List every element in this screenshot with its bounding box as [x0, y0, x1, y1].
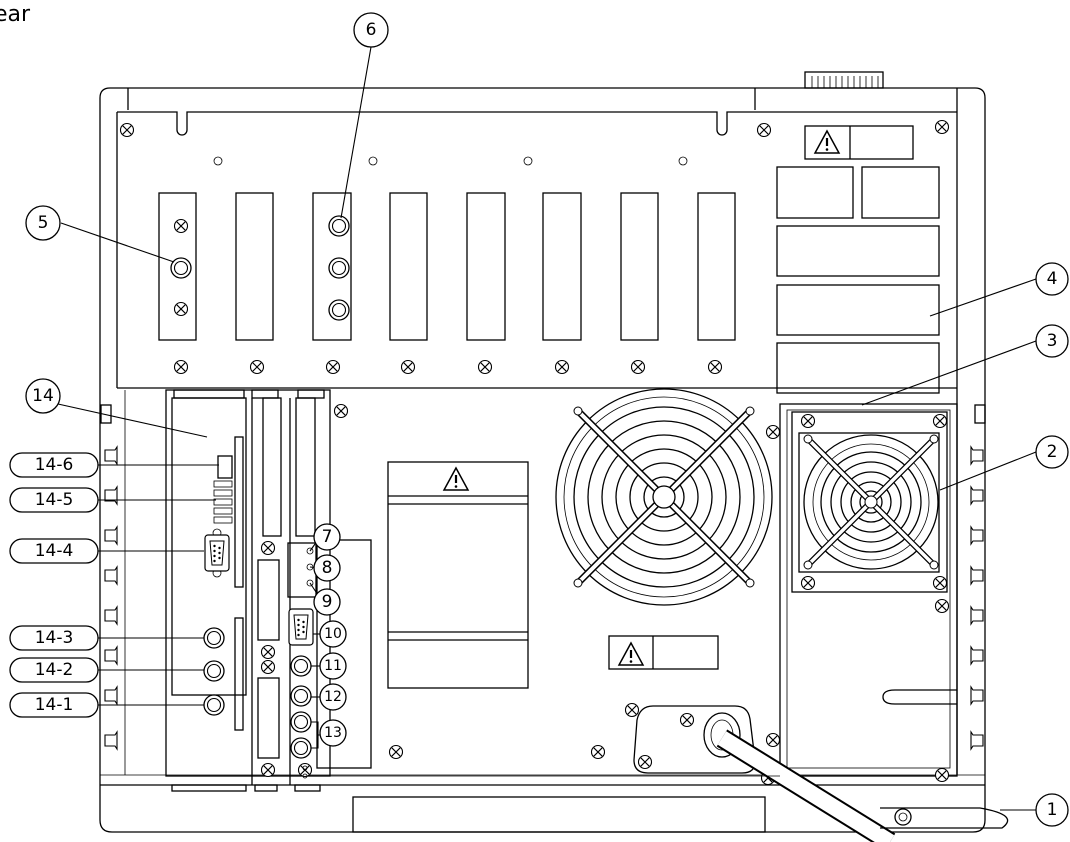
svg-text:14-4: 14-4 — [35, 541, 74, 561]
svg-text:11: 11 — [324, 658, 342, 674]
callout-4: 4 — [1035, 262, 1069, 296]
top-handle — [804, 71, 884, 89]
callout-14-5: 14-5 — [9, 487, 99, 513]
center-panel — [333, 403, 719, 760]
svg-text:8: 8 — [322, 558, 333, 578]
svg-text:7: 7 — [322, 527, 333, 547]
svg-text:2: 2 — [1047, 442, 1058, 462]
callout-3: 3 — [1035, 324, 1069, 358]
svg-text:4: 4 — [1047, 269, 1058, 289]
svg-text:5: 5 — [38, 213, 49, 233]
callout-10: 10 — [319, 620, 347, 648]
label-area — [776, 125, 940, 394]
power-supply-module — [760, 403, 958, 786]
page-title: ear — [0, 2, 31, 27]
callout-12: 12 — [319, 683, 347, 711]
svg-text:10: 10 — [324, 626, 342, 642]
expansion-slots — [158, 192, 736, 375]
callouts: 1 2 3 4 5 6 7 8 9 10 11 12 13 14 14-6 14… — [9, 12, 1069, 827]
svg-text:9: 9 — [322, 592, 333, 612]
main-fan — [555, 388, 773, 606]
svg-text:6: 6 — [366, 20, 377, 40]
svg-text:1: 1 — [1047, 800, 1058, 820]
callout-8: 8 — [313, 554, 341, 582]
upper-card-plate — [116, 111, 957, 389]
side-latches — [100, 404, 986, 750]
io-module — [165, 389, 780, 792]
callout-1: 1 — [1035, 793, 1069, 827]
svg-text:12: 12 — [324, 689, 342, 705]
callout-13: 13 — [319, 719, 347, 747]
callout-14-2: 14-2 — [9, 657, 99, 683]
svg-text:14: 14 — [32, 386, 54, 406]
callout-14: 14 — [25, 378, 61, 414]
power-inlet — [624, 702, 1009, 842]
svg-text:14-1: 14-1 — [35, 695, 74, 715]
svg-text:14-2: 14-2 — [35, 660, 74, 680]
callout-14-4: 14-4 — [9, 538, 99, 564]
svg-text:14-6: 14-6 — [35, 455, 74, 475]
callout-14-6: 14-6 — [9, 452, 99, 478]
svg-text:14-5: 14-5 — [35, 490, 74, 510]
leader-lines — [57, 46, 1037, 811]
callout-2: 2 — [1035, 435, 1069, 469]
svg-text:3: 3 — [1047, 331, 1058, 351]
callout-14-3: 14-3 — [9, 625, 99, 651]
callout-9: 9 — [313, 588, 341, 616]
callout-11: 11 — [319, 652, 347, 680]
callout-5: 5 — [25, 205, 61, 241]
callout-6: 6 — [353, 12, 389, 48]
svg-text:13: 13 — [324, 725, 342, 741]
callout-14-1: 14-1 — [9, 692, 99, 718]
callout-7: 7 — [313, 523, 341, 551]
chassis — [99, 87, 986, 833]
svg-text:14-3: 14-3 — [35, 628, 74, 648]
